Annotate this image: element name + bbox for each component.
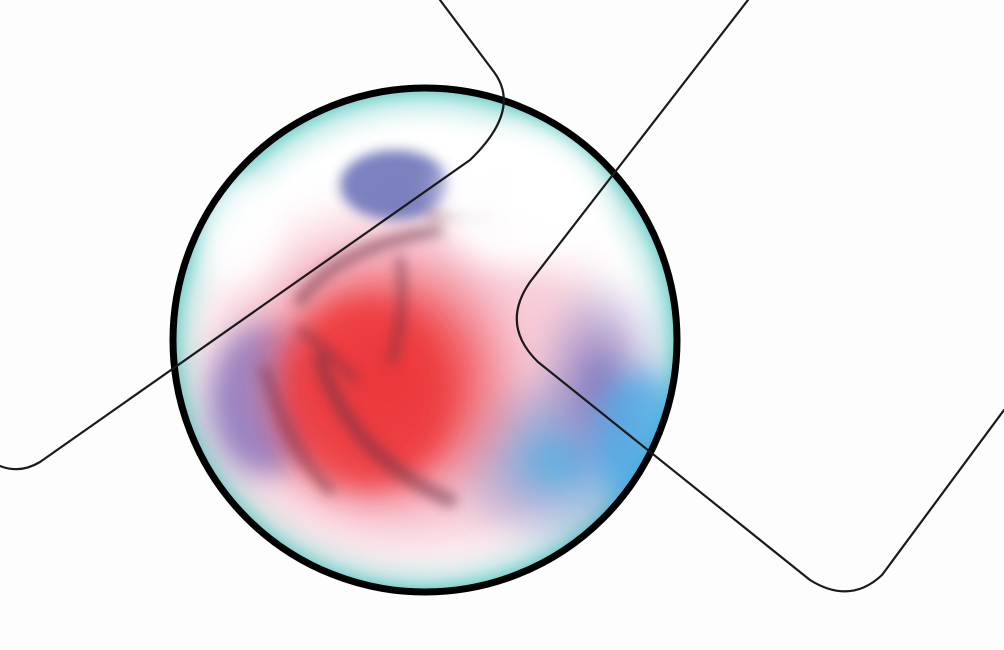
dark-streaks: [260, 211, 492, 507]
line-left-shape: [0, 0, 505, 471]
orb-ring: [169, 84, 681, 596]
line-right-shape: [515, 0, 1004, 593]
line-drawing: [0, 0, 1004, 593]
